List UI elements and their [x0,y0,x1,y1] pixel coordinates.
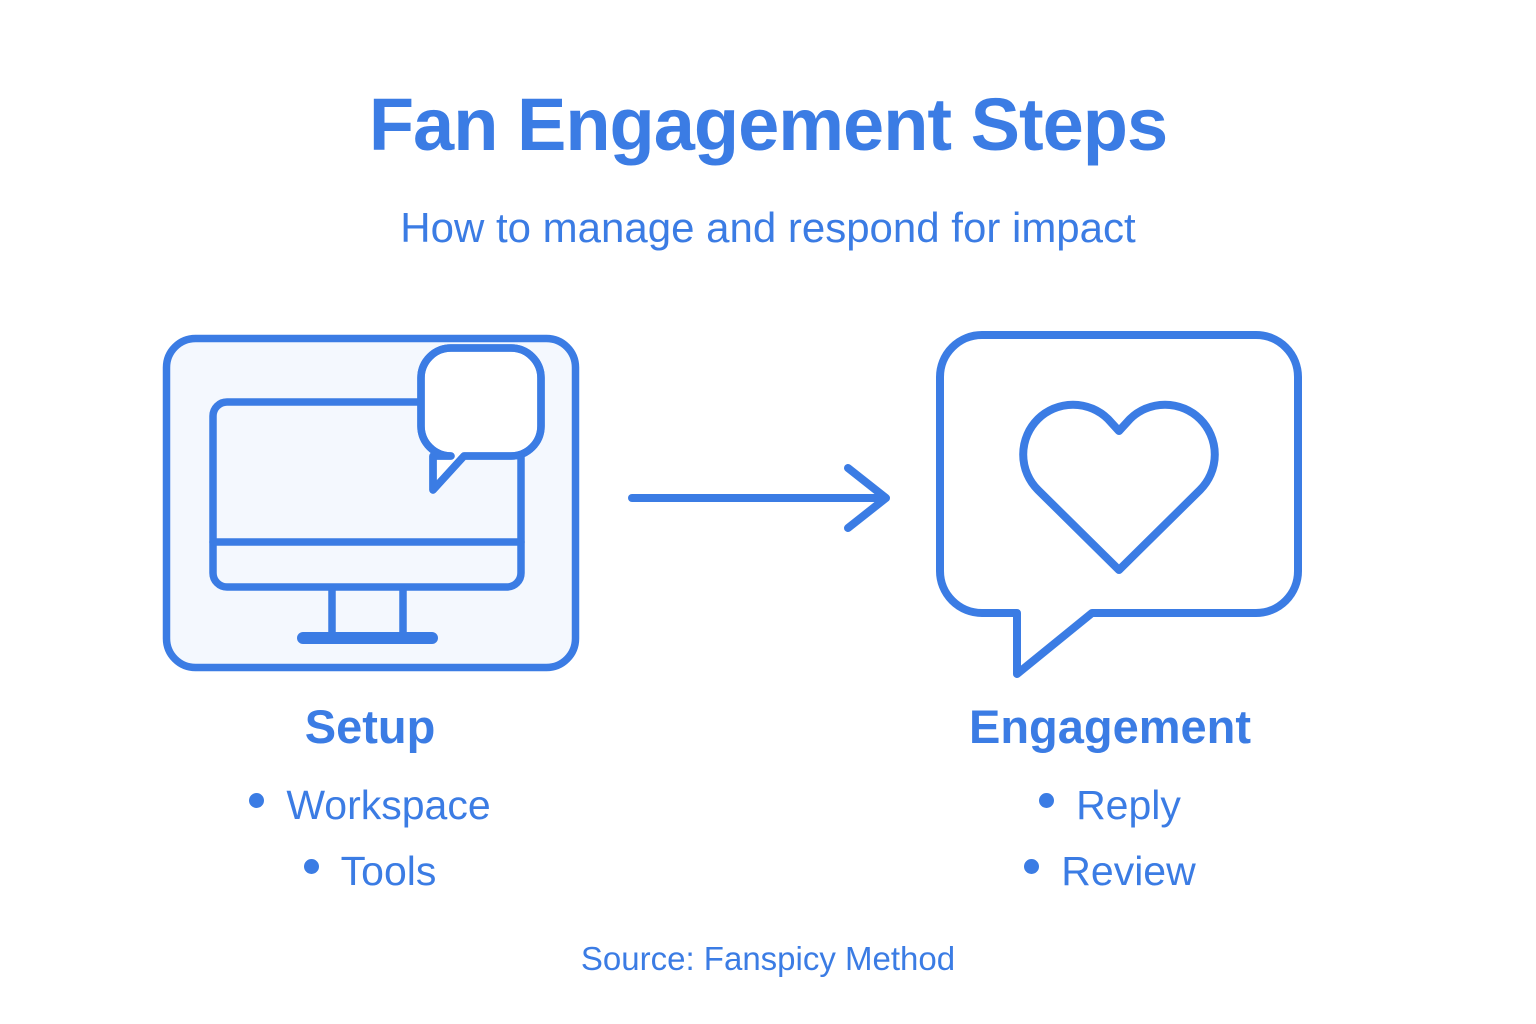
engagement-icon [930,327,1308,687]
chat-bubble-outline [417,344,545,494]
setup-bullet-list: Workspace Tools [140,772,600,905]
bullet-dot-icon [1039,793,1055,809]
list-item-label: Tools [340,848,437,895]
flow-arrow-icon [620,455,910,541]
page-title: Fan Engagement Steps [368,83,1168,166]
setup-column: Setup Workspace Tools [140,700,600,905]
engagement-bullet-list: Reply Review [880,772,1340,905]
speech-bubble-outline [936,331,1302,678]
setup-heading: Setup [304,700,436,753]
bullet-dot-icon [1024,859,1040,875]
source-caption: Source: Fanspicy Method [580,940,956,977]
engagement-heading: Engagement [968,700,1252,753]
bullet-dot-icon [249,793,265,809]
list-item-label: Review [1061,848,1196,895]
list-item-label: Reply [1076,782,1181,829]
page-subtitle: How to manage and respond for impact [400,204,1136,251]
list-item: Workspace [249,772,491,838]
setup-icon-card [155,327,587,679]
list-item: Review [1024,838,1196,904]
heart-icon [1019,400,1219,574]
list-item: Reply [1039,772,1181,838]
list-item: Tools [303,838,437,904]
bullet-dot-icon [303,859,319,875]
engagement-column: Engagement Reply Review [880,700,1340,905]
list-item-label: Workspace [286,782,491,829]
arrow-head [844,464,890,532]
